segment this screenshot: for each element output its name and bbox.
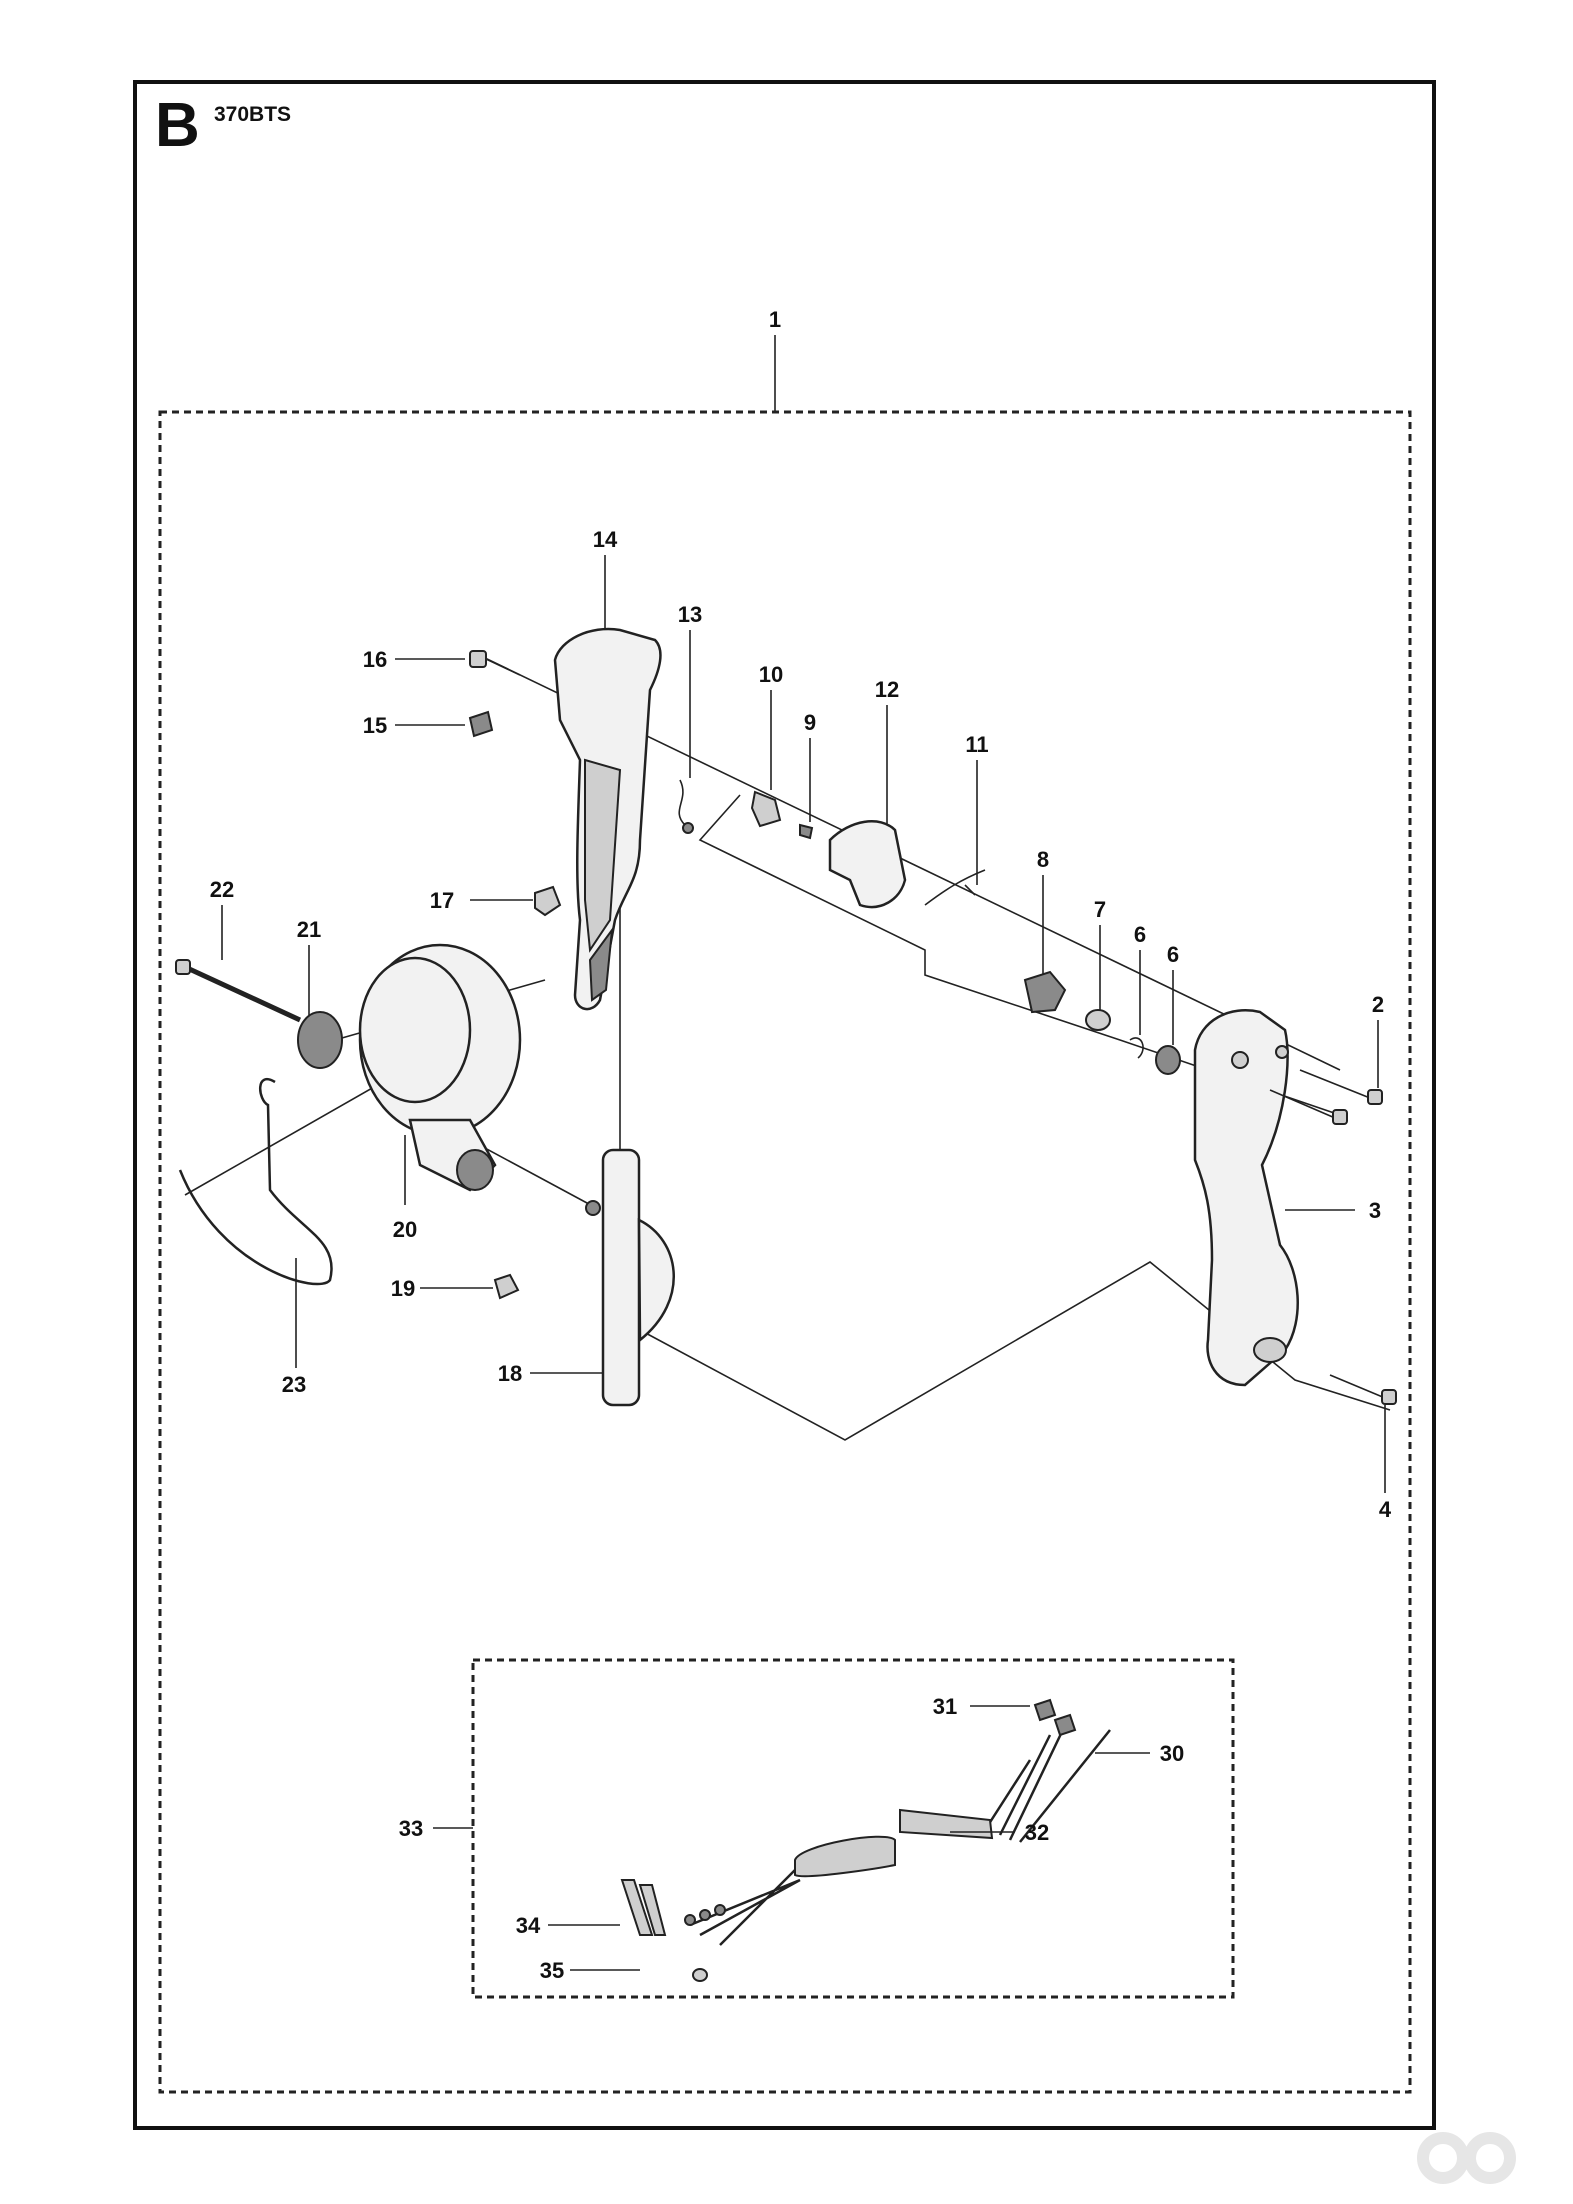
callout-34: 34 bbox=[516, 1913, 541, 1938]
callout-1: 1 bbox=[769, 307, 781, 332]
part-11-spring bbox=[924, 869, 986, 906]
callout-22: 22 bbox=[210, 877, 234, 902]
callout-6b: 6 bbox=[1167, 942, 1179, 967]
callout-18: 18 bbox=[498, 1361, 522, 1386]
callout-21: 21 bbox=[297, 917, 321, 942]
assembly-33-boundary bbox=[471, 1658, 1235, 1999]
part-19-nut bbox=[493, 1273, 520, 1300]
part-23-wire-loop bbox=[178, 1078, 333, 1286]
part-22-bolt bbox=[175, 959, 302, 1023]
callout-35: 35 bbox=[540, 1958, 564, 1983]
part-6-washer-b bbox=[1155, 1045, 1181, 1075]
part-7-bushing bbox=[1085, 1009, 1111, 1031]
assembly-1-boundary bbox=[158, 410, 1412, 2094]
callout-6a: 6 bbox=[1134, 922, 1146, 947]
callout-9: 9 bbox=[804, 710, 816, 735]
part-9-pin bbox=[799, 823, 814, 840]
callout-15: 15 bbox=[363, 713, 387, 738]
callout-20: 20 bbox=[393, 1217, 417, 1242]
part-3-rear-grip bbox=[1193, 1009, 1299, 1387]
callout-4: 4 bbox=[1379, 1497, 1392, 1522]
part-8-switch bbox=[1023, 970, 1067, 1014]
callout-3: 3 bbox=[1369, 1198, 1381, 1223]
part-16-screw bbox=[469, 650, 521, 676]
part-12-throttle-trigger bbox=[828, 820, 907, 909]
part-18-tube bbox=[585, 1148, 675, 1407]
part-15-nut bbox=[468, 710, 494, 738]
callout-12: 12 bbox=[875, 677, 899, 702]
infinity-logo-icon bbox=[1417, 2132, 1516, 2184]
callout-32: 32 bbox=[1025, 1820, 1049, 1845]
wiring-harness bbox=[620, 1698, 1111, 1982]
callout-leaders bbox=[221, 555, 1386, 1971]
model-label: 370BTS bbox=[214, 103, 292, 126]
callout-30: 30 bbox=[1160, 1741, 1184, 1766]
callout-11: 11 bbox=[965, 732, 988, 757]
part-20-clamp bbox=[358, 943, 522, 1192]
callout-8: 8 bbox=[1037, 847, 1049, 872]
callout-33: 33 bbox=[399, 1816, 423, 1841]
drawing-frame bbox=[133, 80, 1436, 2130]
callout-19: 19 bbox=[391, 1276, 415, 1301]
part-21-knob bbox=[297, 1011, 343, 1069]
part-2-screws bbox=[1269, 1069, 1383, 1125]
callout-13: 13 bbox=[678, 602, 702, 627]
callout-16: 16 bbox=[363, 647, 387, 672]
callout-23: 23 bbox=[282, 1372, 306, 1397]
callout-10: 10 bbox=[759, 662, 783, 687]
callout-7: 7 bbox=[1094, 897, 1106, 922]
part-4-screw bbox=[1329, 1374, 1397, 1405]
callout-17: 17 bbox=[430, 888, 454, 913]
callout-labels: 1 2 3 4 6 6 7 8 9 10 11 12 13 14 15 16 1… bbox=[210, 307, 1392, 1983]
part-10-lock bbox=[750, 790, 782, 828]
callout-14: 14 bbox=[593, 527, 618, 552]
callout-2: 2 bbox=[1372, 992, 1384, 1017]
part-6-washer-a bbox=[1129, 1037, 1144, 1059]
callout-31: 31 bbox=[933, 1694, 957, 1719]
section-letter: B bbox=[155, 91, 200, 160]
part-14-handle-housing bbox=[553, 627, 662, 1011]
part-17-nut bbox=[534, 885, 562, 917]
